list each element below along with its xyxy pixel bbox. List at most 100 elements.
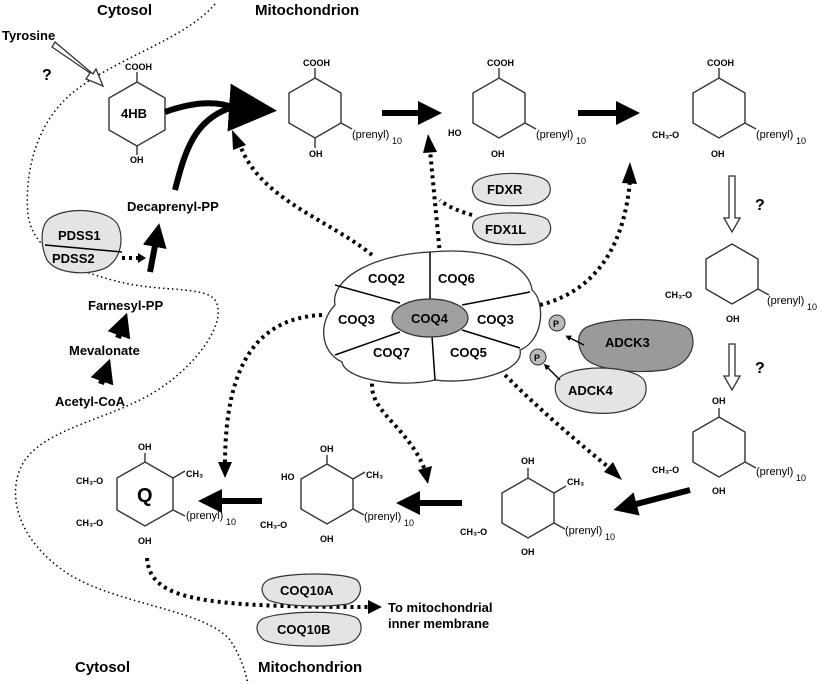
svg-text:OH: OH [491, 149, 505, 159]
hollow-arrow-2 [722, 343, 742, 392]
coq4-label: COQ4 [411, 311, 449, 326]
svg-text:COOH: COOH [487, 58, 514, 68]
svg-text:CH₃: CH₃ [567, 477, 584, 487]
svg-text:CH₃-O: CH₃-O [665, 290, 692, 300]
svg-text:OH: OH [711, 149, 725, 159]
mitochondrion-label-bottom: Mitochondrion [258, 659, 362, 676]
svg-text:CH₃-O: CH₃-O [76, 518, 103, 528]
svg-text:OH: OH [712, 486, 726, 496]
svg-text:10: 10 [404, 518, 414, 528]
phospho-circle-1 [548, 314, 566, 332]
svg-text:10: 10 [576, 136, 586, 146]
svg-text:10: 10 [807, 302, 817, 312]
svg-text:COOH: COOH [125, 62, 152, 72]
svg-text:OH: OH [309, 149, 323, 159]
svg-text:OH: OH [138, 536, 152, 546]
svg-text:(prenyl): (prenyl) [536, 129, 573, 141]
svg-text:4HB: 4HB [121, 106, 147, 121]
svg-text:OH: OH [726, 314, 740, 324]
hollow-arrow-1 [722, 175, 742, 234]
coq10b-label: COQ10B [277, 622, 330, 637]
svg-text:(prenyl): (prenyl) [186, 510, 223, 522]
molecule-methoxy-hydroquinone-prenyl: OH CH₃-O OH (prenyl) 10 [652, 396, 806, 496]
phospho-label-2: P [534, 353, 540, 363]
adck3-label: ADCK3 [605, 335, 650, 350]
coq3-right-label: COQ3 [477, 312, 514, 327]
svg-text:OH: OH [521, 456, 535, 466]
farnesyl-pp-label: Farnesyl-PP [88, 298, 163, 313]
pdss2-label: PDSS2 [52, 251, 95, 266]
svg-text:10: 10 [796, 473, 806, 483]
4hb-molecule: COOH 4HB OH [108, 62, 166, 165]
svg-text:OH: OH [712, 396, 726, 406]
coq10a-label: COQ10A [280, 583, 334, 598]
svg-text:CH₃: CH₃ [186, 469, 203, 479]
adck4-label: ADCK4 [568, 383, 614, 398]
svg-text:CH₃: CH₃ [366, 470, 383, 480]
fdx1l-label: FDX1L [485, 222, 526, 237]
molecule-methoxy-phenol-prenyl: CH₃-O OH (prenyl) 10 [665, 243, 817, 324]
svg-text:HO: HO [281, 472, 295, 482]
svg-text:OH: OH [521, 547, 535, 557]
coq5-label: COQ5 [450, 345, 487, 360]
coq6-label: COQ6 [438, 271, 475, 286]
svg-text:10: 10 [796, 136, 806, 146]
coq3-left-label: COQ3 [338, 312, 375, 327]
fdxr-blob [471, 172, 551, 207]
svg-text:CH₃-O: CH₃-O [652, 465, 679, 475]
svg-text:(prenyl): (prenyl) [364, 511, 401, 523]
molecule-dihydroxy-prenyl: COOH HO OH (prenyl) 10 [448, 58, 586, 159]
molecule-prenyl-4hb: COOH OH (prenyl) 10 [288, 58, 402, 159]
tyrosine-hollow-arrow [51, 41, 105, 88]
coq4-center [391, 298, 469, 338]
svg-text:Q: Q [137, 485, 153, 507]
tyrosine-label: Tyrosine [2, 28, 55, 43]
molecule-demethoxy-q: OH HO CH₃ CH₃-O OH (prenyl) 10 [260, 444, 414, 544]
question-mark-tyrosine: ? [42, 67, 52, 84]
phospho-circle-2 [529, 348, 547, 366]
coq10b-blob [256, 611, 362, 647]
mitochondrion-label-top: Mitochondrion [255, 2, 359, 19]
molecule-methyl-methoxy-prenyl: OH CH₃ CH₃-O OH (prenyl) 10 [460, 456, 615, 557]
svg-text:10: 10 [605, 532, 615, 542]
svg-text:COOH: COOH [707, 58, 734, 68]
adck4-blob [554, 367, 647, 414]
adck3-blob [578, 318, 694, 373]
svg-text:OH: OH [138, 442, 152, 452]
svg-text:OH: OH [320, 444, 334, 454]
coq10a-blob [261, 573, 361, 607]
svg-text:(prenyl): (prenyl) [767, 295, 804, 307]
molecule-methoxy-prenyl-acid: COOH CH₃-O OH (prenyl) 10 [652, 58, 806, 159]
svg-text:COOH: COOH [303, 58, 330, 68]
question-mark-2: ? [755, 197, 765, 214]
mitochondrial-membrane [14, 3, 249, 684]
destination-line-2: inner membrane [388, 616, 489, 631]
svg-text:CH₃-O: CH₃-O [76, 476, 103, 486]
coq-complex: COQ4 COQ2 COQ6 COQ3 COQ3 COQ7 COQ5 [323, 250, 542, 384]
pdss-complex [41, 209, 122, 274]
pdss1-label: PDSS1 [58, 228, 101, 243]
svg-text:(prenyl): (prenyl) [756, 129, 793, 141]
acetyl-coa-label: Acetyl-CoA [55, 394, 126, 409]
fdx1l-blob [472, 212, 552, 246]
decaprenyl-pp-label: Decaprenyl-PP [127, 199, 219, 214]
svg-text:(prenyl): (prenyl) [565, 525, 602, 537]
svg-text:HO: HO [448, 128, 462, 138]
svg-text:10: 10 [392, 136, 402, 146]
mevalonate-label: Mevalonate [69, 343, 140, 358]
cytosol-label-top: Cytosol [97, 2, 152, 19]
svg-text:OH: OH [130, 155, 144, 165]
cytosol-label-bottom: Cytosol [75, 659, 130, 676]
svg-text:(prenyl): (prenyl) [756, 466, 793, 478]
destination-line-1: To mitochondrial [388, 600, 492, 615]
svg-text:CH₃-O: CH₃-O [260, 520, 287, 530]
svg-text:CH₃-O: CH₃-O [460, 527, 487, 537]
svg-text:10: 10 [226, 517, 236, 527]
coq2-label: COQ2 [368, 271, 405, 286]
svg-text:CH₃-O: CH₃-O [652, 130, 679, 140]
fdxr-label: FDXR [487, 182, 523, 197]
svg-text:(prenyl): (prenyl) [352, 129, 389, 141]
coq7-label: COQ7 [373, 345, 410, 360]
svg-text:OH: OH [320, 534, 334, 544]
